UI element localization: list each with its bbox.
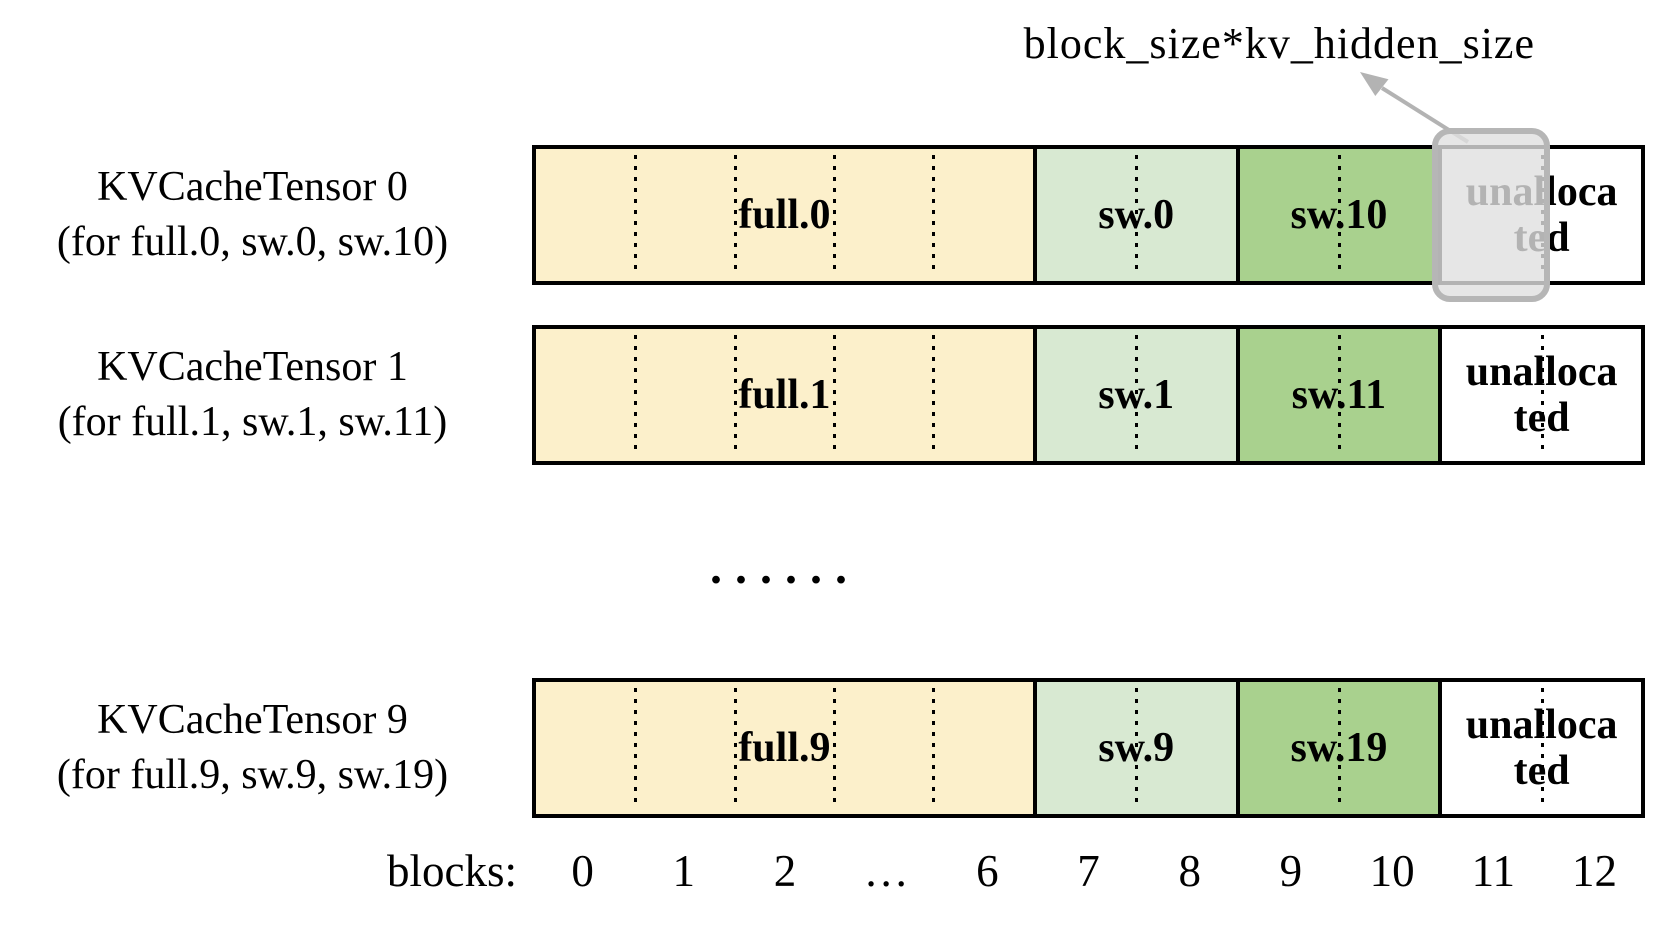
block-highlight-box xyxy=(1432,128,1550,302)
row-label-tensor-9: KVCacheTensor 9 (for full.9, sw.9, sw.19… xyxy=(0,678,505,818)
segment-full-1: full.1 xyxy=(536,329,1037,461)
axis-tick: 6 xyxy=(976,846,999,896)
segment-label: full.1 xyxy=(738,371,831,418)
axis-tick: 11 xyxy=(1471,846,1515,896)
row-subtitle: (for full.0, sw.0, sw.10) xyxy=(56,219,449,265)
segment-label: unallocated xyxy=(1465,348,1618,441)
blocks-axis-label: blocks: xyxy=(387,846,517,896)
segment-sw-0: sw.0 xyxy=(1036,149,1240,281)
axis-tick: 12 xyxy=(1571,846,1617,896)
row-title: KVCacheTensor 0 xyxy=(97,164,408,210)
kv-cache-bar-tensor-9: full.9 sw.9 sw.19 unallocated xyxy=(532,678,1645,818)
rows-ellipsis: ...... xyxy=(710,541,860,594)
row-subtitle: (for full.1, sw.1, sw.11) xyxy=(57,399,448,445)
segment-label: unallocated xyxy=(1465,701,1618,794)
row-title: KVCacheTensor 1 xyxy=(97,344,408,390)
segment-sw-11: sw.11 xyxy=(1239,329,1443,461)
segment-label: sw.19 xyxy=(1290,724,1388,771)
segment-label: sw.1 xyxy=(1098,371,1175,418)
blocks-axis-ticks: 0 1 2 … 6 7 8 9 10 11 12 xyxy=(532,845,1645,897)
segment-label: sw.0 xyxy=(1098,191,1175,238)
axis-tick: 1 xyxy=(672,846,696,896)
segment-full-9: full.9 xyxy=(536,682,1037,814)
row-label-tensor-0: KVCacheTensor 0 (for full.0, sw.0, sw.10… xyxy=(0,145,505,285)
axis-tick: 10 xyxy=(1369,846,1415,896)
kv-cache-bar-tensor-1: full.1 sw.1 sw.11 unallocated xyxy=(532,325,1645,465)
segment-unallocated: unallocated xyxy=(1442,329,1642,461)
segment-label: sw.11 xyxy=(1291,371,1387,418)
axis-tick: 2 xyxy=(773,846,797,896)
axis-tick: 7 xyxy=(1077,846,1100,896)
segment-label: sw.9 xyxy=(1098,724,1175,771)
axis-tick: 9 xyxy=(1279,846,1303,896)
segment-label: full.9 xyxy=(738,724,831,771)
segment-full-0: full.0 xyxy=(536,149,1037,281)
axis-tick: … xyxy=(863,846,909,896)
segment-unallocated: unallocated xyxy=(1442,682,1642,814)
block-size-annotation: block_size*kv_hidden_size xyxy=(1023,19,1535,68)
row-title: KVCacheTensor 9 xyxy=(97,697,408,743)
segment-label: full.0 xyxy=(738,191,831,238)
segment-sw-10: sw.10 xyxy=(1239,149,1443,281)
segment-sw-1: sw.1 xyxy=(1036,329,1240,461)
segment-label: sw.10 xyxy=(1290,191,1388,238)
axis-tick: 8 xyxy=(1178,846,1201,896)
row-label-tensor-1: KVCacheTensor 1 (for full.1, sw.1, sw.11… xyxy=(0,325,505,465)
segment-sw-19: sw.19 xyxy=(1239,682,1443,814)
segment-sw-9: sw.9 xyxy=(1036,682,1240,814)
axis-tick: 0 xyxy=(571,846,594,896)
row-subtitle: (for full.9, sw.9, sw.19) xyxy=(56,752,449,798)
